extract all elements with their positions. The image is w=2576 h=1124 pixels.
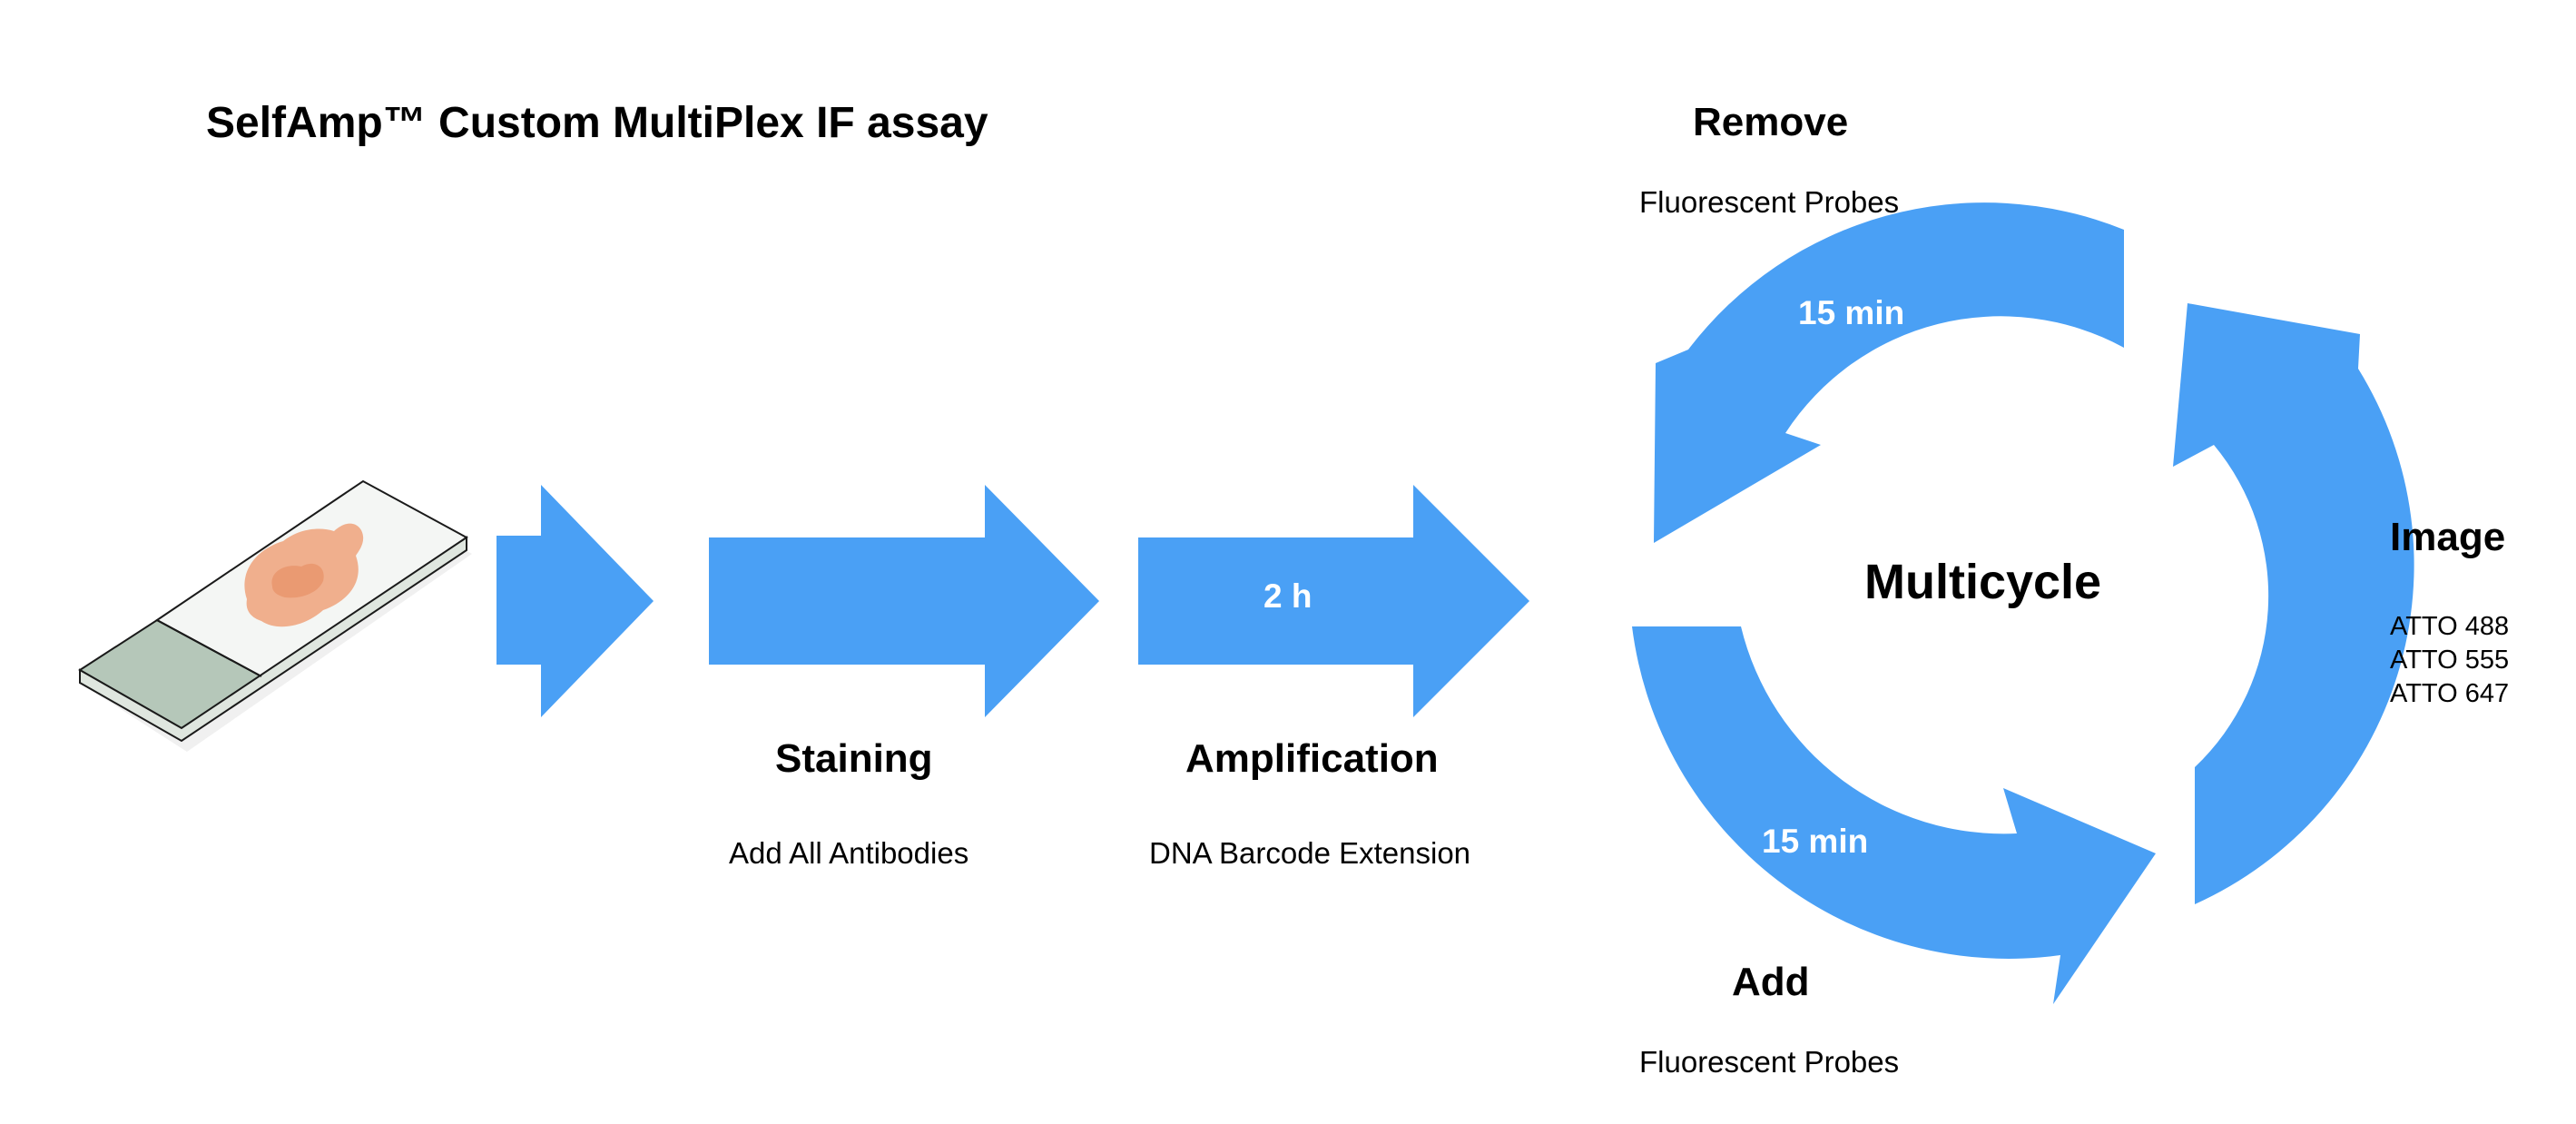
amplification-step-description: DNA Barcode Extension — [1149, 836, 1471, 870]
remove-duration: 15 min — [1798, 294, 1905, 331]
add-duration: 15 min — [1762, 823, 1869, 860]
page-title: SelfAmp™ Custom MultiPlex IF assay — [206, 99, 988, 147]
microscope-slide-icon — [78, 479, 472, 752]
start-arrow — [497, 485, 654, 717]
dye-atto-488: ATTO 488 — [2390, 612, 2510, 641]
remove-cycle-arrow — [1654, 202, 2124, 544]
amplification-step-title: Amplification — [1185, 736, 1439, 781]
add-cycle-arrow — [1632, 626, 2156, 1004]
amplification-duration: 2 h — [1263, 577, 1313, 615]
add-step-title: Add — [1732, 960, 1810, 1004]
staining-step-title: Staining — [775, 736, 933, 781]
image-step-title: Image — [2390, 515, 2506, 559]
dye-atto-647: ATTO 647 — [2390, 679, 2510, 708]
staining-step-description: Add All Antibodies — [729, 836, 969, 870]
dye-atto-555: ATTO 555 — [2390, 646, 2510, 675]
add-step-description: Fluorescent Probes — [1639, 1045, 1900, 1079]
staining-arrow — [709, 485, 1099, 717]
remove-step-description: Fluorescent Probes — [1639, 185, 1900, 219]
remove-step-title: Remove — [1693, 100, 1849, 144]
multicycle-label: Multicycle — [1864, 555, 2102, 609]
image-cycle-arrow — [2173, 303, 2414, 904]
amplification-arrow — [1138, 485, 1529, 717]
slide-edge — [79, 536, 467, 743]
